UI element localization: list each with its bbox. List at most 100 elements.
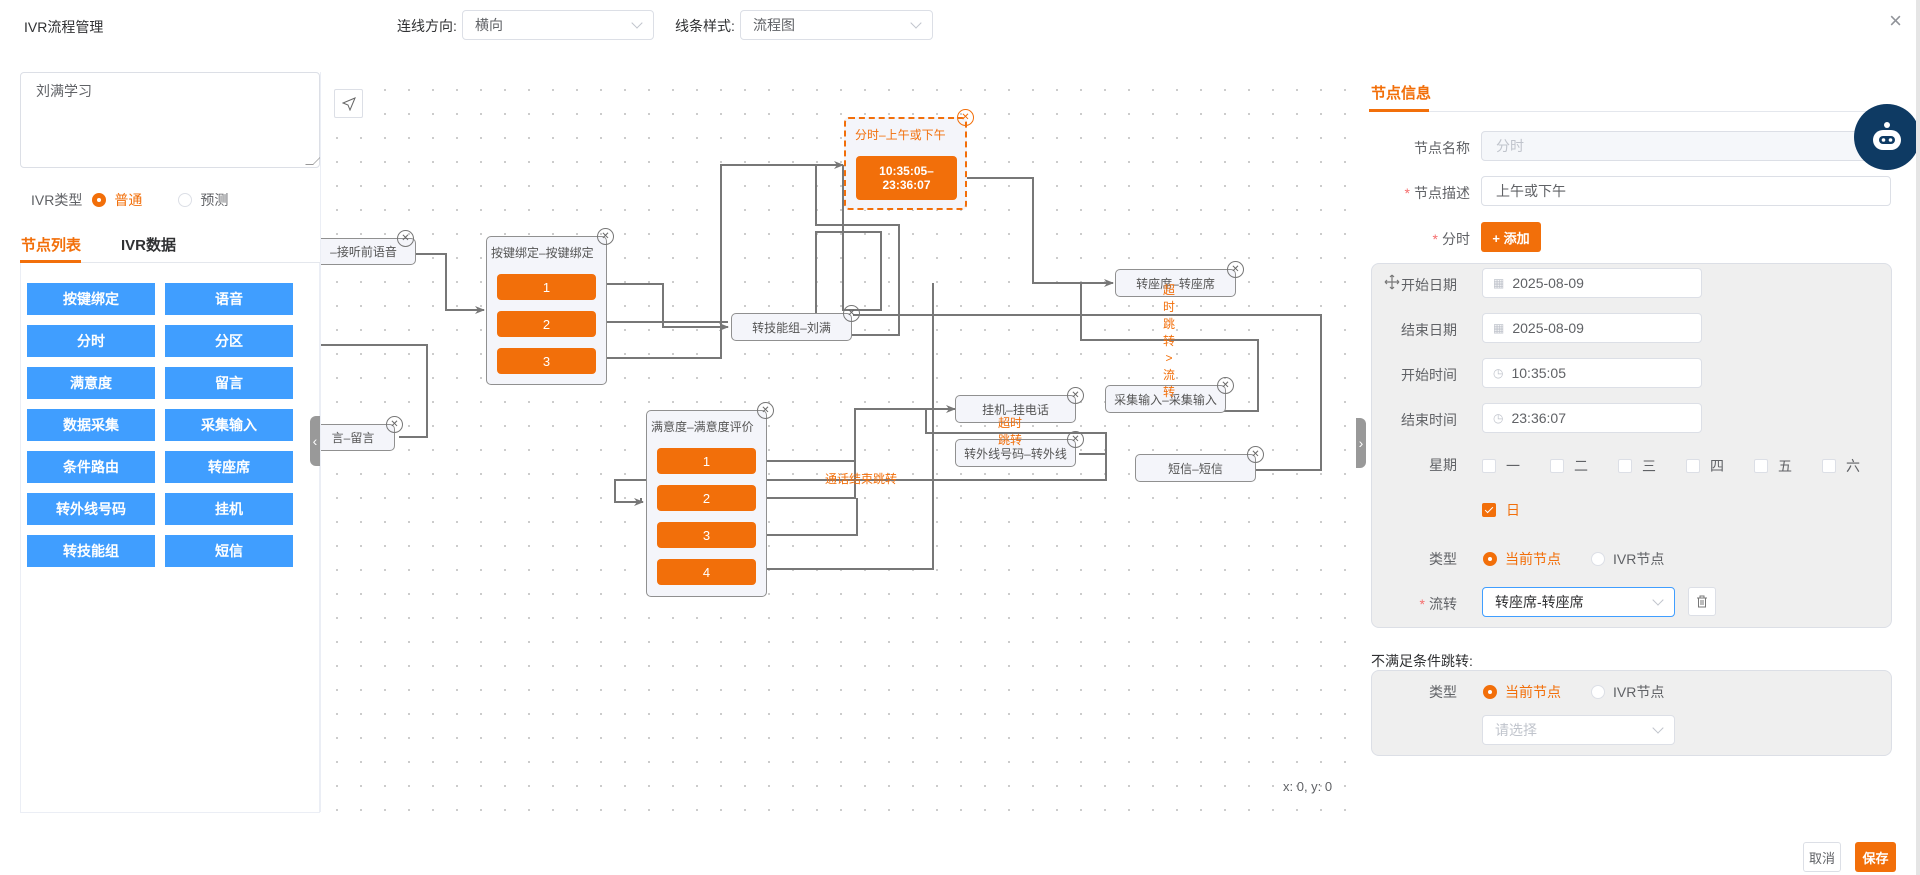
delete-node-icon[interactable]: ✕ bbox=[386, 416, 403, 433]
edge bbox=[1080, 283, 1259, 412]
satisfaction-option-1[interactable]: 1 bbox=[657, 448, 756, 474]
save-button[interactable]: 保存 bbox=[1855, 842, 1896, 872]
unmet-radio-current[interactable]: 当前节点 bbox=[1483, 682, 1561, 702]
start-time-label: 开始时间 bbox=[1401, 367, 1457, 383]
edge bbox=[961, 177, 1114, 287]
assistant-robot-button[interactable] bbox=[1854, 104, 1920, 170]
tab-divider bbox=[1369, 111, 1889, 112]
close-icon[interactable]: × bbox=[1889, 8, 1902, 33]
node-btn-time[interactable]: 分时 bbox=[27, 325, 155, 357]
weekday-thu[interactable]: 四 bbox=[1686, 456, 1724, 476]
collapse-left-button[interactable]: ‹ bbox=[310, 416, 320, 466]
node-btn-message[interactable]: 留言 bbox=[165, 367, 293, 399]
delete-node-icon[interactable]: ✕ bbox=[1067, 387, 1084, 404]
weekday-fri[interactable]: 五 bbox=[1754, 456, 1792, 476]
tab-node-info[interactable]: 节点信息 bbox=[1371, 85, 1432, 102]
drag-move-icon[interactable] bbox=[1384, 274, 1400, 290]
node-btn-voice[interactable]: 语音 bbox=[165, 283, 293, 315]
node-btn-seat[interactable]: 转座席 bbox=[165, 451, 293, 483]
node-btn-skill-group[interactable]: 转技能组 bbox=[27, 535, 155, 567]
node-btn-key-bind[interactable]: 按键绑定 bbox=[27, 283, 155, 315]
satisfaction-option-4[interactable]: 4 bbox=[657, 559, 756, 585]
delete-node-icon[interactable]: ✕ bbox=[597, 228, 614, 245]
flow-select[interactable]: 转座席-转座席 bbox=[1482, 587, 1675, 617]
delete-node-icon[interactable]: ✕ bbox=[397, 230, 414, 247]
node-btn-outside-line[interactable]: 转外线号码 bbox=[27, 493, 155, 525]
collapse-right-button[interactable]: › bbox=[1356, 418, 1366, 468]
tab-ivr-data[interactable]: IVR数据 bbox=[121, 237, 177, 254]
node-btn-satisfaction[interactable]: 满意度 bbox=[27, 367, 155, 399]
delete-node-icon[interactable]: ✕ bbox=[957, 109, 974, 126]
node-key-bind-group[interactable]: 按键绑定–按键绑定 1 2 3 bbox=[486, 236, 607, 385]
delete-node-icon[interactable]: ✕ bbox=[1217, 377, 1234, 394]
chevron-down-icon bbox=[910, 16, 922, 29]
resize-handle-icon[interactable] bbox=[305, 157, 321, 165]
node-seat[interactable]: 转座席–转座席 bbox=[1115, 269, 1236, 297]
start-time-input[interactable]: ◷ 10:35:05 bbox=[1482, 358, 1702, 388]
delete-node-icon[interactable]: ✕ bbox=[1227, 261, 1244, 278]
weekday-mon[interactable]: 一 bbox=[1482, 456, 1520, 476]
weekday-tue[interactable]: 二 bbox=[1550, 456, 1588, 476]
tab-node-list[interactable]: 节点列表 bbox=[21, 237, 82, 254]
unmet-radio-ivr[interactable]: IVR节点 bbox=[1591, 682, 1664, 702]
satisfaction-option-2[interactable]: 2 bbox=[657, 485, 756, 511]
radio-normal-label[interactable]: 普通 bbox=[114, 192, 143, 208]
edge-label-call-end: 通话结束跳转 bbox=[825, 472, 898, 486]
add-time-button[interactable]: + 添加 bbox=[1481, 222, 1541, 252]
weekday-sat[interactable]: 六 bbox=[1822, 456, 1860, 476]
node-btn-zone[interactable]: 分区 bbox=[165, 325, 293, 357]
node-collect-input[interactable]: 采集输入–采集输入 bbox=[1105, 385, 1226, 413]
delete-node-icon[interactable]: ✕ bbox=[1067, 431, 1084, 448]
delete-node-icon[interactable]: ✕ bbox=[843, 305, 860, 322]
weekday-sun[interactable]: 日 bbox=[1482, 500, 1520, 520]
type-radio-current[interactable]: 当前节点 bbox=[1483, 549, 1561, 569]
node-skill-group[interactable]: 转技能组–刘满 bbox=[731, 313, 852, 341]
node-satisfaction-group[interactable]: 满意度–满意度评价 1 2 3 4 bbox=[646, 410, 767, 597]
flow-canvas[interactable]: –接听前语音 ✕ 言–留言 ✕ 按键绑定–按键绑定 1 2 3 ✕ 分时–上午或… bbox=[320, 72, 1355, 812]
trash-icon bbox=[1697, 595, 1707, 608]
node-outside-line[interactable]: 转外线号码–转外线 bbox=[955, 439, 1076, 467]
locate-button[interactable] bbox=[334, 89, 363, 118]
delete-node-icon[interactable]: ✕ bbox=[757, 402, 774, 419]
node-hangup[interactable]: 挂机–挂电话 bbox=[955, 395, 1076, 423]
node-sms[interactable]: 短信–短信 bbox=[1135, 454, 1256, 482]
unmet-select[interactable]: 请选择 bbox=[1482, 715, 1675, 745]
node-time-group[interactable]: 分时–上午或下午 10:35:05–23:36:07 bbox=[844, 117, 967, 210]
node-btn-hangup[interactable]: 挂机 bbox=[165, 493, 293, 525]
key-option-3[interactable]: 3 bbox=[497, 348, 596, 374]
line-style-select[interactable]: 流程图 bbox=[740, 10, 933, 40]
line-style-value: 流程图 bbox=[753, 17, 795, 33]
key-option-1[interactable]: 1 bbox=[497, 274, 596, 300]
radio-predict-label[interactable]: 预测 bbox=[200, 192, 229, 208]
scrollbar[interactable] bbox=[1916, 0, 1920, 875]
node-desc-input[interactable]: 上午或下午 bbox=[1481, 176, 1891, 206]
radio-predict[interactable] bbox=[178, 193, 193, 207]
edge bbox=[321, 344, 428, 438]
delete-rule-button[interactable] bbox=[1688, 587, 1716, 616]
app-title: IVR流程管理 bbox=[24, 19, 104, 35]
chevron-down-icon bbox=[1652, 721, 1664, 734]
time-option[interactable]: 10:35:05–23:36:07 bbox=[856, 156, 957, 200]
ivr-name-textarea[interactable]: 刘满学习 bbox=[20, 72, 321, 168]
type-label: 类型 bbox=[1429, 551, 1457, 567]
delete-node-icon[interactable]: ✕ bbox=[1247, 446, 1264, 463]
radio-normal[interactable] bbox=[92, 193, 107, 207]
node-btn-data-collect[interactable]: 数据采集 bbox=[27, 409, 155, 441]
satisfaction-option-3[interactable]: 3 bbox=[657, 522, 756, 548]
left-tabs: 节点列表 IVR数据 bbox=[20, 230, 320, 263]
node-btn-sms[interactable]: 短信 bbox=[165, 535, 293, 567]
direction-label: 连线方向: bbox=[397, 18, 457, 34]
chevron-left-icon: ‹ bbox=[312, 433, 318, 449]
cancel-button[interactable]: 取消 bbox=[1803, 842, 1841, 872]
end-time-input[interactable]: ◷ 23:36:07 bbox=[1482, 403, 1702, 433]
end-date-input[interactable]: ▦ 2025-08-09 bbox=[1482, 313, 1702, 343]
ivr-type-label: IVR类型 bbox=[31, 192, 83, 208]
key-option-2[interactable]: 2 bbox=[497, 311, 596, 337]
start-date-input[interactable]: ▦ 2025-08-09 bbox=[1482, 268, 1702, 298]
node-btn-condition-route[interactable]: 条件路由 bbox=[27, 451, 155, 483]
direction-select[interactable]: 横向 bbox=[462, 10, 654, 40]
node-btn-collect-input[interactable]: 采集输入 bbox=[165, 409, 293, 441]
weekday-wed[interactable]: 三 bbox=[1618, 456, 1656, 476]
type-radio-ivr[interactable]: IVR节点 bbox=[1591, 549, 1664, 569]
node-message[interactable]: 言–留言 bbox=[321, 424, 395, 451]
